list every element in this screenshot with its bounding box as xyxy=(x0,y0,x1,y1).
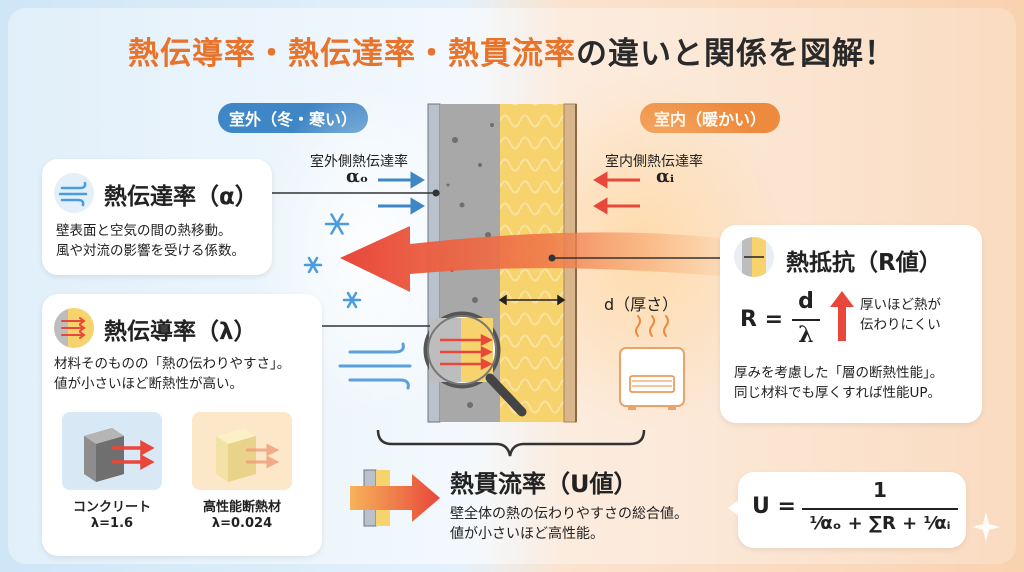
up-arrow-icon xyxy=(830,291,854,341)
r-fraction-bar xyxy=(792,319,820,321)
concrete-name: コンクリート xyxy=(72,500,151,515)
resistance-note1: 厚いほど熱が xyxy=(860,297,941,313)
transmittance-title: 熱貫流率（U値） xyxy=(450,470,638,498)
convection-line1: 壁表面と空気の間の熱移動。 xyxy=(56,223,232,239)
convection-line2: 風や対流の影響を受ける係数。 xyxy=(56,243,245,259)
concrete-value: λ=1.6 xyxy=(90,516,134,531)
u-formula-numerator: 1 xyxy=(873,478,887,502)
insulation-value: λ=0.024 xyxy=(211,516,273,531)
insulation-block-icon xyxy=(216,428,280,482)
wind-icon xyxy=(54,173,94,213)
conduction-icon xyxy=(54,308,94,348)
r-formula-lhs: R = xyxy=(740,307,784,332)
concrete-block-icon xyxy=(84,428,155,482)
u-formula-pointer xyxy=(728,500,739,516)
u-formula-card: U = 1 ¹⁄αₒ + ∑R + ¹⁄αᵢ xyxy=(738,472,966,548)
r-formula-denominator: λ xyxy=(798,322,814,348)
resistance-note2: 伝わりにくい xyxy=(860,317,941,333)
outdoor-coef-symbol: αₒ xyxy=(346,166,369,187)
page-title: 熱伝導率・熱伝達率・熱貫流率の違いと関係を図解！ xyxy=(0,28,1024,73)
resistance-card: 熱抵抗（R値） R = d λ 厚いほど熱が 伝わりにくい 厚みを考慮した「層の… xyxy=(720,225,982,423)
title-terms: 熱伝導率・熱伝達率・熱貫流率 xyxy=(128,36,576,72)
insulation-name: 高性能断熱材 xyxy=(202,500,281,515)
resistance-title: 熱抵抗（R値） xyxy=(786,250,942,276)
thickness-label: d（厚さ） xyxy=(604,295,679,314)
u-formula-denominator: ¹⁄αₒ + ∑R + ¹⁄αᵢ xyxy=(809,513,951,534)
conduction-title: 熱伝導率（λ） xyxy=(104,319,257,345)
conduction-card: 熱伝導率（λ） 材料そのものの「熱の伝わりやすさ」。 値が小さいほど断熱性が高い… xyxy=(42,294,322,556)
convection-title: 熱伝達率（α） xyxy=(104,184,258,210)
concrete-sample xyxy=(62,412,162,490)
transmittance-line2: 値が小さいほど高性能。 xyxy=(450,526,604,542)
conduction-line1: 材料そのものの「熱の伝わりやすさ」。 xyxy=(54,356,291,372)
transmittance-line1: 壁全体の熱の伝わりやすさの総合値。 xyxy=(450,506,688,522)
insulation-sample xyxy=(192,412,292,490)
resistance-line2: 同じ材料でも厚くすれば性能UP。 xyxy=(734,385,942,401)
outdoor-coef-label: 室外側熱伝達率 xyxy=(310,154,408,170)
layer-icon xyxy=(734,237,774,277)
indoor-coef-label: 室内側熱伝達率 xyxy=(605,154,703,170)
conduction-line2: 値が小さいほど断熱性が高い。 xyxy=(54,376,243,392)
title-rest: の違いと関係を図解！ xyxy=(576,36,896,72)
r-formula-numerator: d xyxy=(798,289,814,314)
resistance-line1: 厚みを考慮した「層の断熱性能」。 xyxy=(734,365,944,381)
indoor-coef-symbol: αᵢ xyxy=(656,166,675,187)
convection-card: 熱伝達率（α） 壁表面と空気の間の熱移動。 風や対流の影響を受ける係数。 xyxy=(42,159,272,275)
u-fraction-bar xyxy=(802,508,958,510)
u-formula-lhs: U = xyxy=(752,494,796,519)
